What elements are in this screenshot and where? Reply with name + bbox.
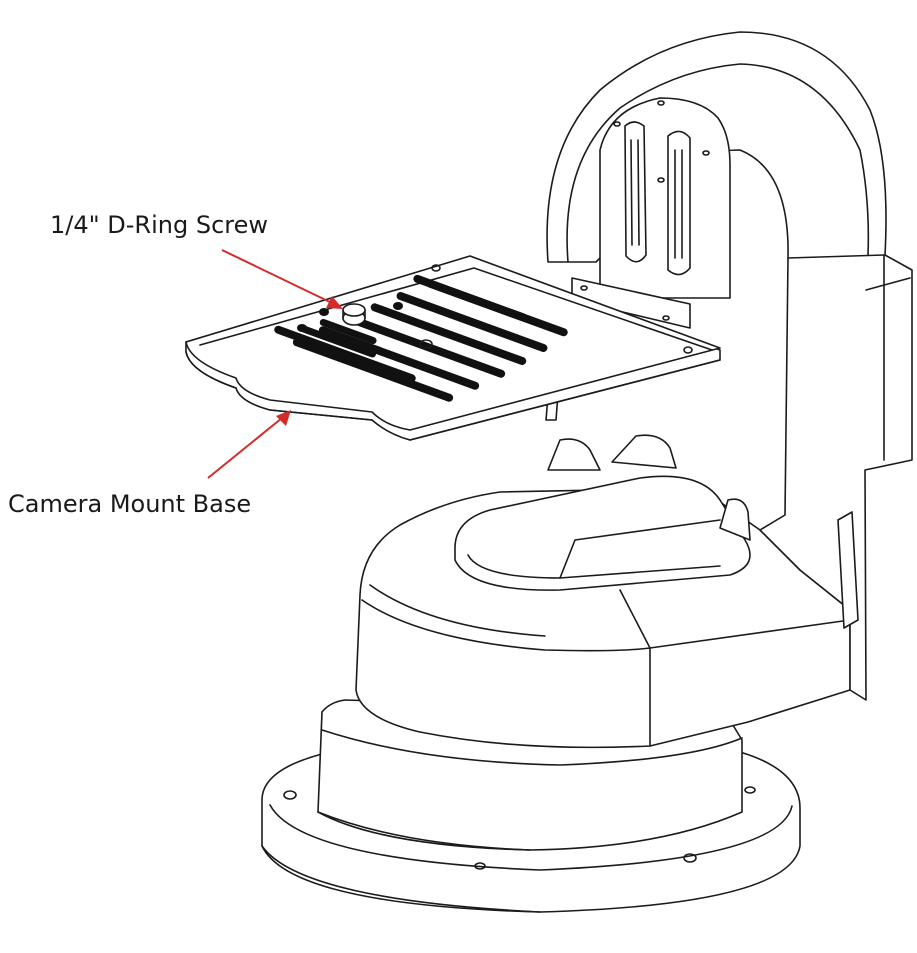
plate-slots <box>274 274 568 402</box>
base-arrow-line <box>207 417 283 479</box>
callout-arrows <box>207 249 343 479</box>
camera-mount-base-label: Camera Mount Base <box>8 490 252 518</box>
dring-arrow-line <box>221 249 335 305</box>
camera-mount-plate <box>185 255 721 441</box>
dring-arrowhead-icon <box>326 296 343 309</box>
yoke-arm <box>546 31 913 701</box>
yoke-slots <box>624 121 691 276</box>
dring-screw-label: 1/4" D-Ring Screw <box>50 211 269 239</box>
base-arrowhead-icon <box>276 410 291 426</box>
tilt-platform <box>454 434 751 591</box>
d-ring-screw <box>342 303 366 326</box>
